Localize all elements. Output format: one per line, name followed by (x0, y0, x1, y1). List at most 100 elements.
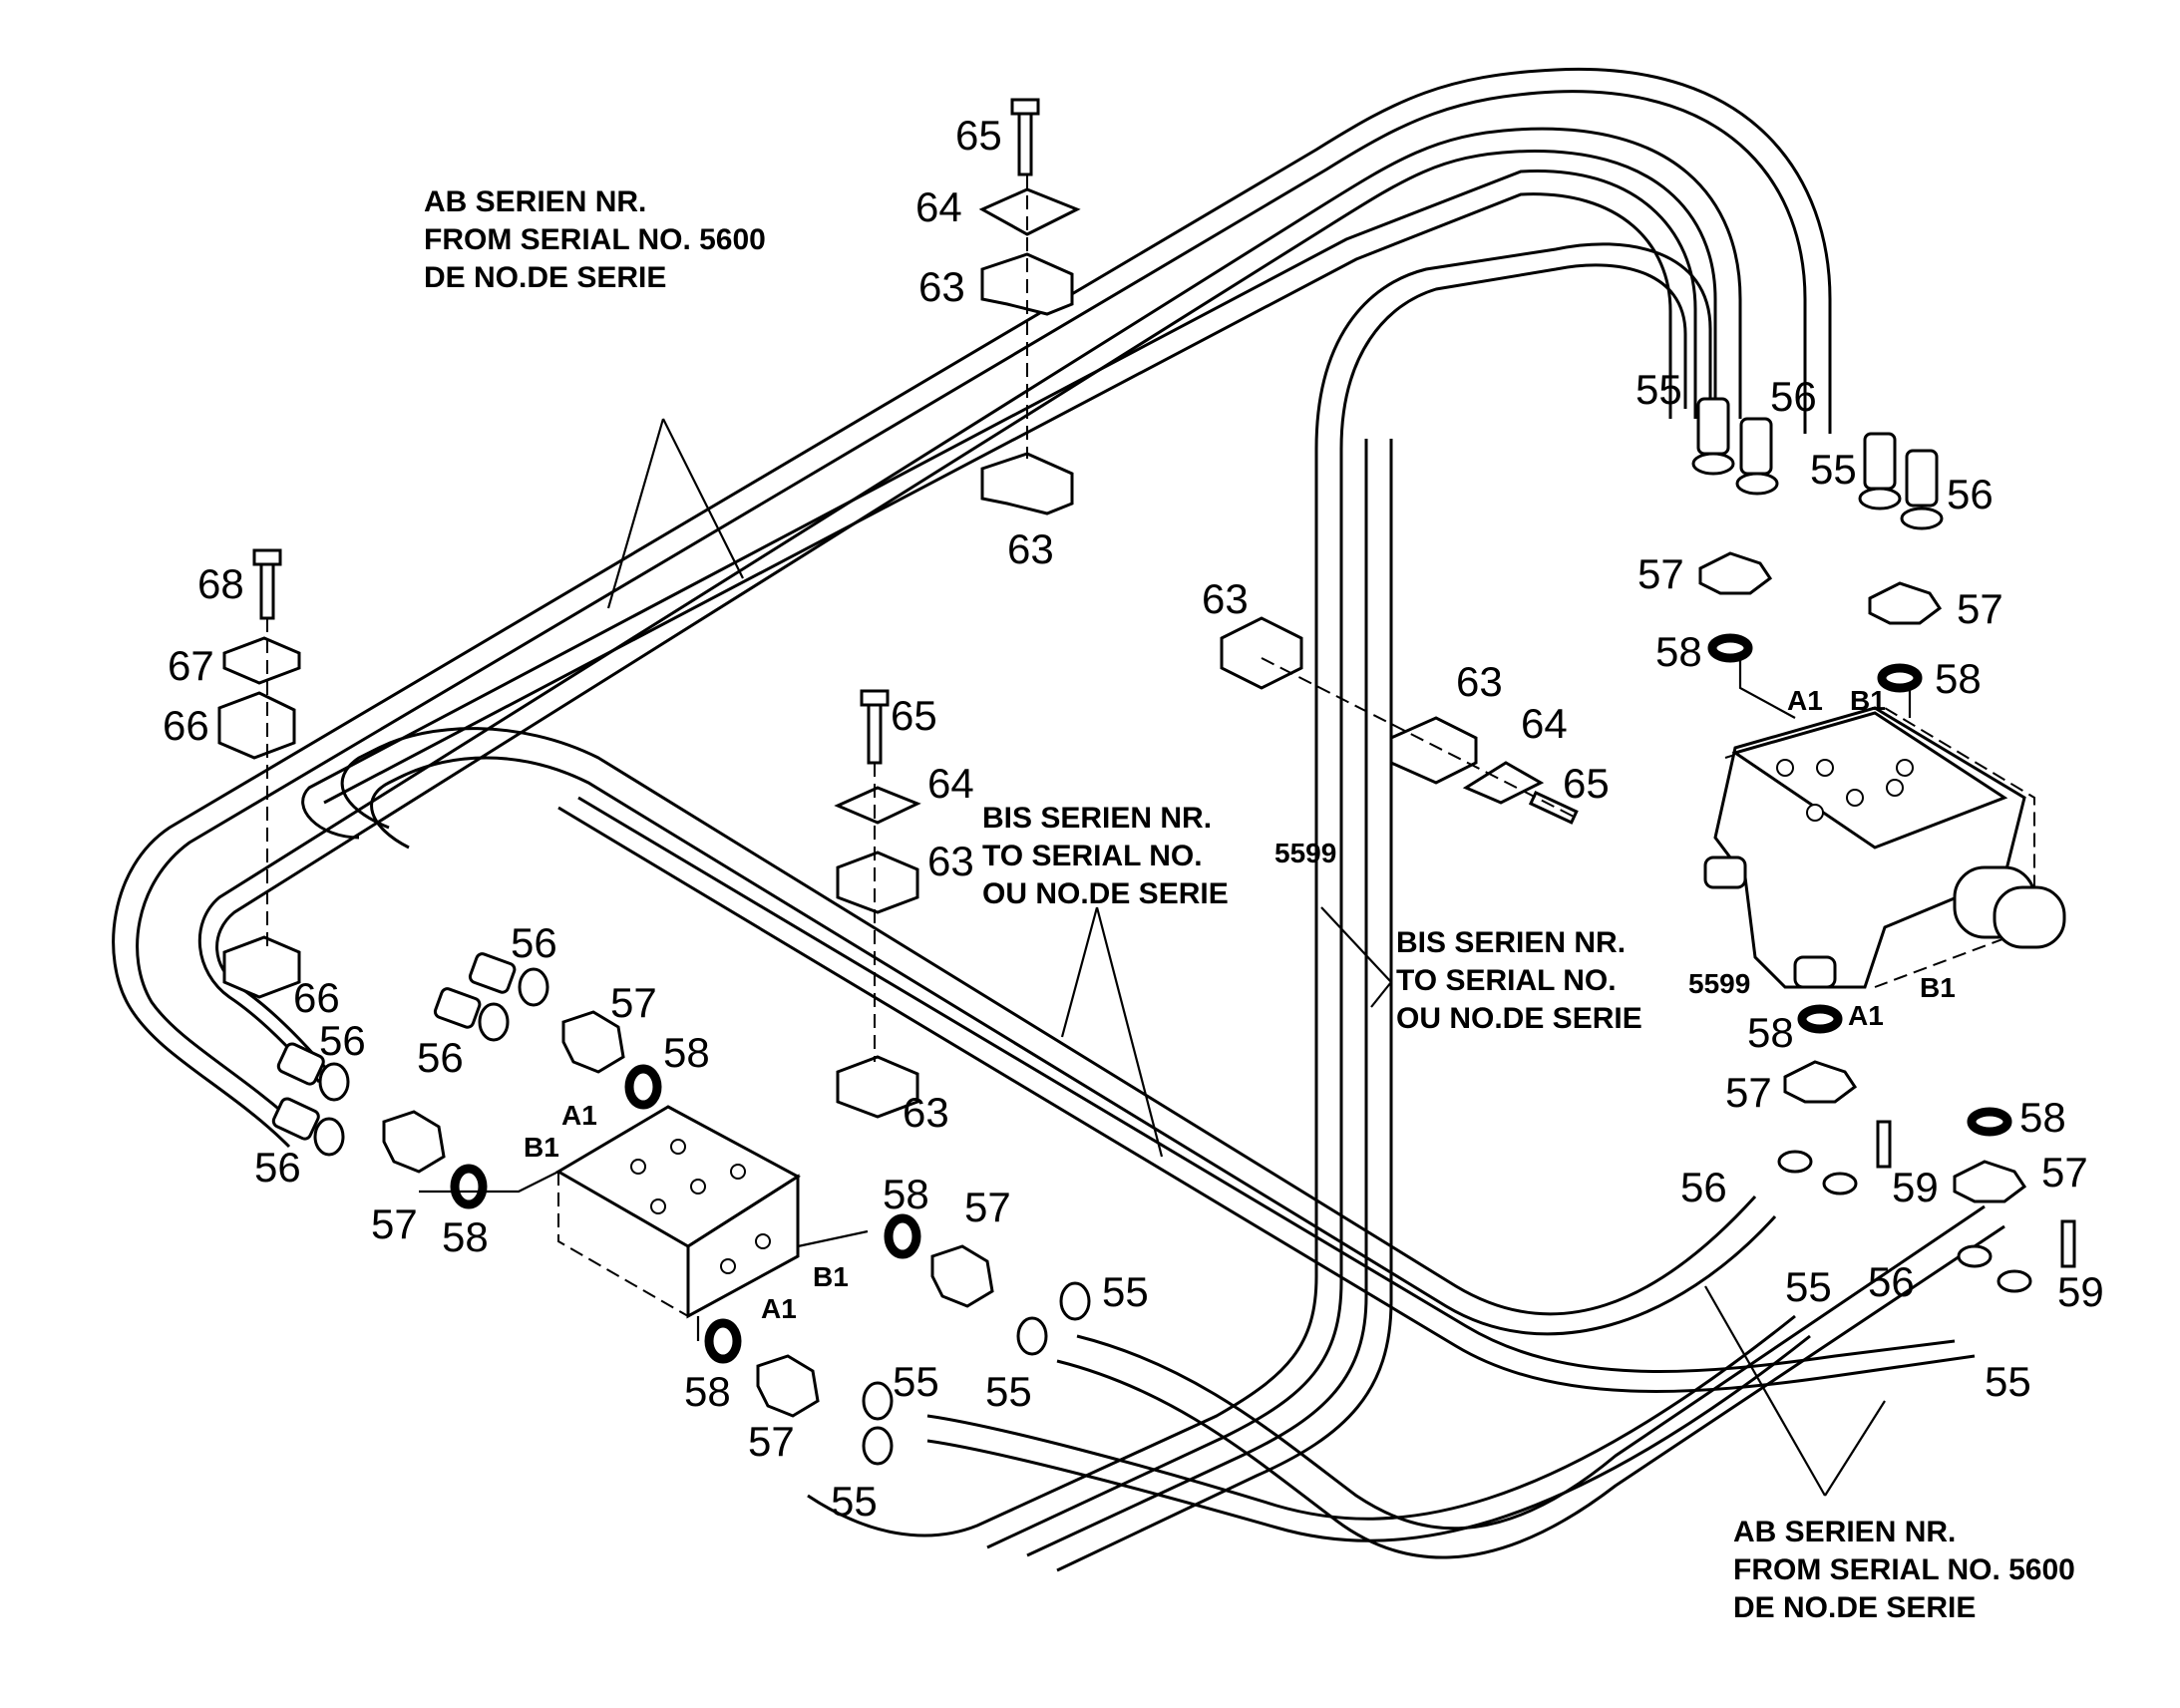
hose-end-56 (1905, 449, 1939, 508)
hose-left-outer-b (136, 90, 1807, 1129)
callout-58: 58 (684, 1368, 731, 1415)
flange-half-57 (1783, 1060, 1858, 1104)
callout-55: 55 (985, 1368, 1032, 1415)
hose-end-56 (1739, 417, 1773, 476)
valve-port-hole (1896, 759, 1914, 777)
leader (1370, 981, 1392, 1008)
callout-57: 57 (1957, 585, 2003, 632)
callout-63: 63 (1456, 658, 1503, 705)
hose-end-flare (518, 967, 549, 1007)
callout-56: 56 (1868, 1258, 1915, 1305)
callout-55: 55 (831, 1478, 878, 1525)
callout-57: 57 (610, 979, 657, 1026)
o-ring-58 (450, 1164, 488, 1209)
plate-64-top (978, 187, 1081, 236)
clamp-66-bottom (222, 935, 301, 999)
port-labels: A1 B1 A1 B1 A1 B1 B1 A1 (524, 685, 1956, 1324)
port-a1-center: A1 (761, 1293, 797, 1324)
note-to-serial-center-line3: OU NO.DE SERIE (982, 877, 1229, 910)
distribution-manifold (555, 1105, 801, 1319)
hose-end-56 (276, 1042, 325, 1086)
hose-routes (112, 67, 2005, 1572)
callout-58: 58 (2019, 1094, 2066, 1141)
callout-64: 64 (927, 760, 974, 807)
manifold-hole (650, 1198, 666, 1214)
bolt-65-center-head (860, 689, 890, 707)
bolt-65-center (867, 701, 883, 765)
manifold-dashed-left (557, 1172, 689, 1317)
hose-center-loop-b (986, 263, 1687, 1549)
plate-64-right (1462, 761, 1545, 805)
note-from-serial-top-line3: DE NO.DE SERIE (424, 261, 666, 294)
callout-64: 64 (1521, 700, 1568, 747)
note-serial-5599-right: 5599 (1688, 968, 1750, 999)
callout-56: 56 (319, 1017, 366, 1064)
fittings (271, 397, 2076, 1466)
screw-59 (2060, 1219, 2076, 1268)
clamp-63-right-upper (1220, 616, 1303, 690)
callout-56: 56 (417, 1034, 464, 1081)
callout-63: 63 (1007, 525, 1054, 572)
port-b1-center: B1 (813, 1261, 849, 1292)
callout-56: 56 (254, 1144, 301, 1191)
flange-half-57 (1953, 1160, 2027, 1203)
hose-diag-d (577, 796, 1956, 1373)
leader-lines (419, 418, 1912, 1497)
port-a1-left: A1 (561, 1100, 597, 1131)
o-ring-58 (1967, 1107, 2012, 1137)
manifold-right-face (686, 1174, 800, 1319)
hose-diag-b (370, 756, 1777, 1336)
flange-half-57 (930, 1244, 994, 1308)
plate-67 (222, 636, 301, 685)
clamp-63-center-lower (836, 1055, 919, 1119)
valve-fitting (1793, 955, 1837, 989)
manifold-hole (720, 1258, 736, 1274)
bolt-65-top-head (1010, 98, 1040, 116)
callout-58: 58 (883, 1171, 929, 1217)
hose-end-55 (1696, 397, 1730, 456)
manifold-hole (630, 1159, 646, 1175)
port-a1-right-top: A1 (1787, 685, 1823, 716)
hose-end-flare (1016, 1316, 1048, 1356)
note-serial-5599-center: 5599 (1274, 838, 1336, 868)
leader-a1-right (1738, 658, 1796, 719)
callout-55: 55 (1985, 1358, 2031, 1405)
callout-55: 55 (893, 1358, 939, 1405)
leader-b1-center (797, 1229, 869, 1248)
o-ring-58 (1797, 1004, 1843, 1034)
port-b1-right-top: B1 (1850, 685, 1886, 716)
callout-58: 58 (442, 1213, 489, 1260)
callout-59: 59 (2057, 1268, 2104, 1315)
hose-end-flare (1735, 472, 1779, 496)
callout-56: 56 (1770, 373, 1817, 420)
callout-57: 57 (1725, 1069, 1772, 1116)
callout-66: 66 (293, 974, 340, 1021)
hose-end-flare (1822, 1172, 1858, 1196)
leader (1704, 1285, 1826, 1497)
hose-end-flare (1957, 1244, 1993, 1268)
note-to-serial-center-line2: TO SERIAL NO. (982, 840, 1203, 872)
note-from-serial-bottom-line2: FROM SERIAL NO. 5600 (1733, 1553, 2075, 1586)
serial-notes: AB SERIEN NR. FROM SERIAL NO. 5600 DE NO… (424, 185, 2075, 1624)
callout-65: 65 (955, 112, 1002, 159)
callout-59: 59 (1892, 1164, 1939, 1210)
clamp-63-center (836, 851, 919, 914)
axis-line (1261, 657, 1577, 819)
note-to-serial-right-line3: OU NO.DE SERIE (1396, 1002, 1642, 1035)
callout-65: 65 (1563, 760, 1610, 807)
callout-57: 57 (748, 1418, 795, 1465)
hose-end-flare (1691, 452, 1735, 476)
hose-diag-c (557, 806, 1976, 1393)
callout-56: 56 (511, 919, 557, 966)
hose-end-flare (862, 1381, 894, 1421)
valve-port-hole (1806, 804, 1824, 822)
o-ring-58 (1707, 633, 1753, 663)
hose-end-flare (313, 1117, 345, 1157)
hose-end-flare (1900, 507, 1944, 530)
hose-center-loop-a (807, 242, 1712, 1537)
callout-57: 57 (964, 1184, 1011, 1230)
o-ring-58 (884, 1213, 921, 1259)
hose-end-56 (271, 1097, 320, 1141)
manifold-hole (670, 1139, 686, 1155)
